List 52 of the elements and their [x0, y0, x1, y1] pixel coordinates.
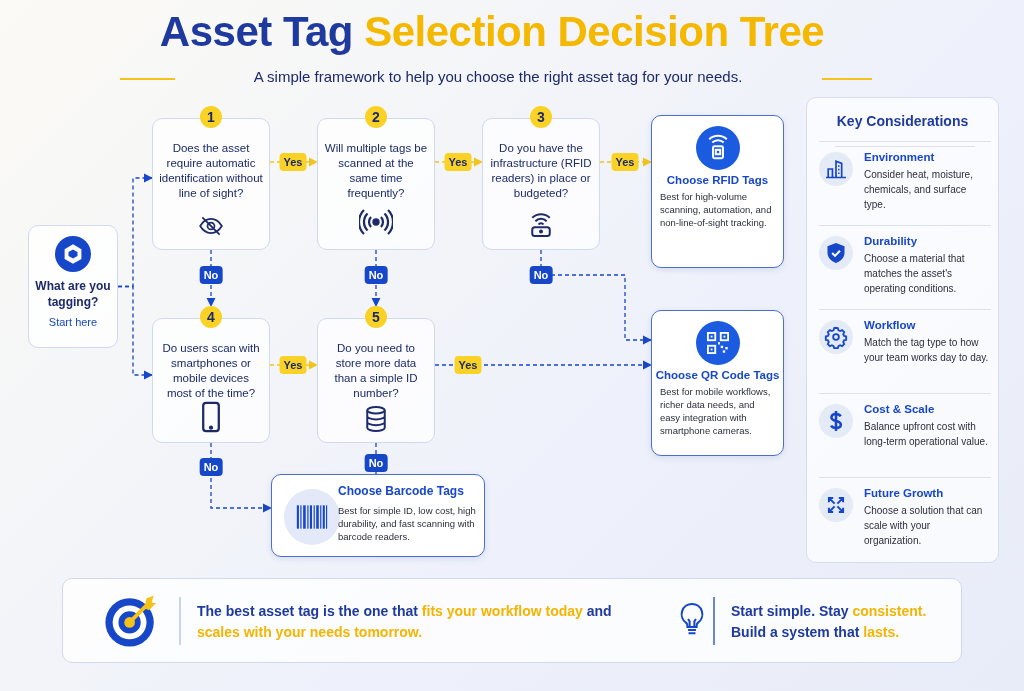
- considerations-panel: [806, 97, 999, 563]
- connector-arrow: [117, 285, 153, 380]
- consideration-title: Environment: [864, 151, 935, 163]
- connector-arrow: [540, 249, 652, 345]
- consideration-text: Choose a material that matches the asset's operating conditions.: [864, 252, 966, 296]
- result-card: [651, 115, 784, 268]
- result-card: [651, 310, 784, 456]
- question-text: Do you need to store more data than a simple ID number?: [333, 341, 419, 401]
- edge-label: Yes: [279, 153, 307, 171]
- result-title: Choose RFID Tags: [665, 174, 770, 186]
- connector-arrow: [434, 360, 652, 370]
- result-card: [271, 474, 485, 557]
- subtitle: A simple framework to help you choose the right asset tag for your needs.: [253, 68, 743, 85]
- consideration-text: Consider heat, moisture, chemicals, and surface type.: [864, 168, 974, 212]
- panel-heading: Key Considerations: [835, 113, 970, 129]
- edge-label: No: [529, 266, 553, 284]
- start-card: [28, 225, 118, 348]
- edge-label: No: [199, 458, 223, 476]
- edge-label: No: [364, 266, 388, 284]
- question-text: Will multiple tags be scanned at the same time frequently?: [324, 141, 428, 201]
- start-title: What are you tagging?: [34, 278, 112, 310]
- edge-label: Yes: [611, 153, 639, 171]
- edge-label: No: [199, 266, 223, 284]
- question-text: Do users scan with smartphones or mobile devices most of the time?: [161, 341, 261, 401]
- step-number-badge: 5: [365, 306, 387, 328]
- question-text: Does the asset require automatic identification without line of sight?: [159, 141, 263, 201]
- consideration-title: Durability: [864, 235, 918, 247]
- edge-label: Yes: [279, 356, 307, 374]
- step-number-badge: 2: [365, 106, 387, 128]
- tip-text: The best asset tag is the one that fits your workflow today and scales with your needs tomorrow.: [197, 602, 613, 642]
- result-title: Choose QR Code Tags: [654, 369, 781, 381]
- result-description: Best for high-volume scanning, automation, and non-line-of-sight tracking.: [660, 190, 773, 229]
- start-hint: Start here: [47, 316, 99, 328]
- title: Asset Tag Selection Decision Tree: [158, 8, 826, 56]
- result-title: Choose Barcode Tags: [338, 484, 464, 498]
- consideration-text: Balance upfront cost with long-term operational value.: [864, 420, 989, 449]
- edge-label: Yes: [454, 356, 482, 374]
- consideration-title: Cost & Scale: [864, 403, 935, 415]
- step-number-badge: 1: [200, 106, 222, 128]
- result-description: Best for simple ID, low cost, high durability, and fast scanning with barcode readers.: [338, 504, 477, 543]
- result-description: Best for mobile workflows, richer data needs, and easy integration with smartphone cameras.: [660, 385, 772, 437]
- consideration-title: Future Growth: [864, 487, 944, 499]
- consideration-text: Match the tag type to how your team works day to day.: [864, 336, 990, 365]
- tip-text: Start simple. Stay consistent. Build a system that lasts.: [731, 602, 928, 642]
- edge-label: Yes: [444, 153, 472, 171]
- step-number-badge: 3: [530, 106, 552, 128]
- question-text: Do you have the infrastructure (RFID readers) in place or budgeted?: [489, 141, 593, 201]
- consideration-text: Choose a solution that can scale with your organization.: [864, 504, 984, 548]
- step-number-badge: 4: [200, 306, 222, 328]
- consideration-title: Workflow: [864, 319, 916, 331]
- tip-banner: [62, 578, 962, 663]
- edge-label: No: [364, 454, 388, 472]
